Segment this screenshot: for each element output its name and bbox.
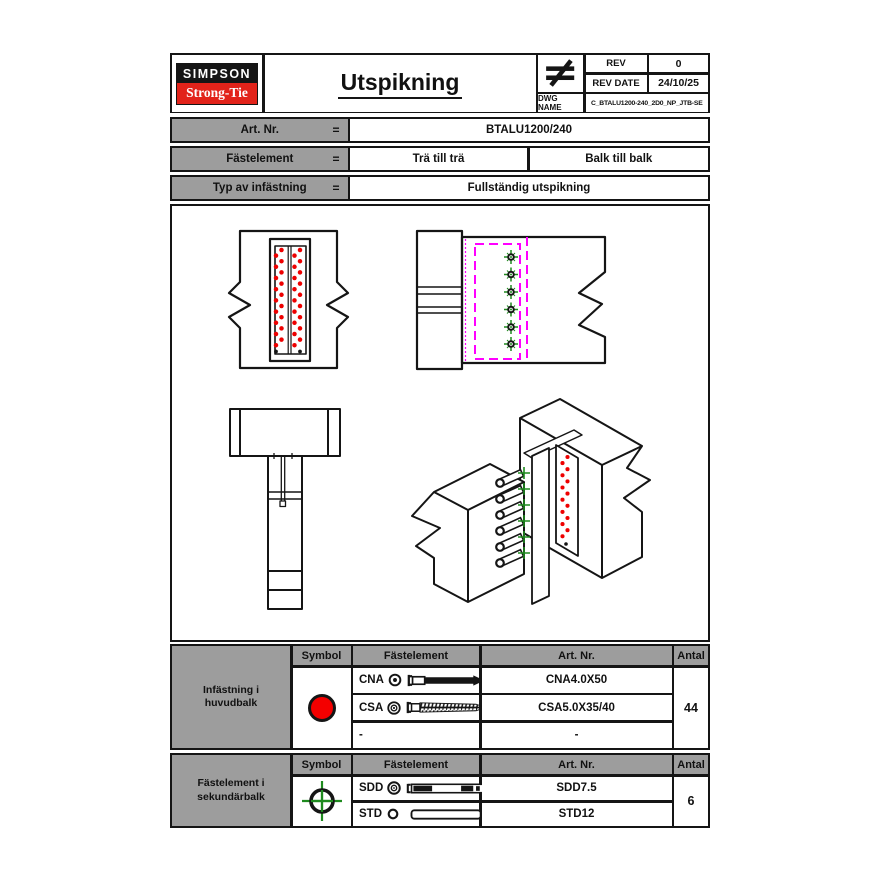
table2-header-art: Art. Nr. — [481, 755, 672, 774]
table1-header-qty: Antal — [674, 646, 708, 665]
fastener-row-empty: - — [353, 722, 479, 748]
logo-strongtie-text: Strong-Tie — [177, 82, 257, 104]
info-row-art-nr: Art. Nr. = BTALU1200/240 — [170, 117, 710, 143]
rev-value: 0 — [649, 55, 708, 72]
fastener-row-sdd: SDD — [353, 776, 491, 800]
cna-nail-icon — [407, 674, 485, 686]
logo-cell: SIMPSON Strong-Tie — [172, 55, 262, 112]
side-view-dowel-symbols — [503, 249, 519, 352]
fastelement-label-cell: Fästelement = — [172, 148, 348, 170]
table1-header-fastener: Fästelement — [353, 646, 479, 665]
empty-code: - — [359, 729, 363, 742]
fastelement-label: Fästelement — [226, 153, 294, 165]
iso-nail-dots — [560, 454, 570, 546]
typ-label: Typ av infästning — [212, 182, 307, 194]
sdd-art-nr: SDD7.5 — [481, 776, 672, 800]
fastelement-value-1: Trä till trä — [350, 148, 527, 170]
table2-row-label: Fästelement i sekundärbalk — [172, 755, 290, 826]
info-row-fastelement: Fästelement = Trä till trä Balk till bal… — [170, 146, 710, 172]
std-dowel-icon — [410, 809, 482, 820]
rev-label: REV — [585, 55, 647, 72]
csa-art-nr: CSA5.0X35/40 — [481, 695, 672, 721]
rev-date-label: REV DATE — [585, 74, 647, 92]
table1-row-label: Infästning i huvudbalk — [172, 646, 290, 748]
red-circle-symbol-icon — [292, 667, 351, 748]
std-code: STD — [359, 808, 382, 821]
sheet-title-cell: Utspikning — [264, 55, 536, 112]
table2-qty: 6 — [674, 776, 708, 826]
table1-header-art: Art. Nr. — [481, 646, 672, 665]
sdd-head-icon — [387, 781, 402, 796]
typ-label-cell: Typ av infästning = — [172, 177, 348, 199]
secondary-beam-fastener-table: Fästelement i sekundärbalk Symbol Fästel… — [170, 753, 710, 828]
fastener-row-cna: CNA — [353, 667, 485, 693]
info-row-typ: Typ av infästning = Fullständig utspikni… — [170, 175, 710, 201]
hidden-hanger-outline — [464, 237, 528, 363]
table1-header-symbol: Symbol — [292, 646, 351, 665]
revision-block: REV 0 REV DATE 24/10/25 DWG NAME C_BTALU… — [538, 55, 708, 112]
drawing-area — [170, 204, 710, 642]
table2-header-fastener: Fästelement — [353, 755, 479, 774]
main-beam-fastener-table: Infästning i huvudbalk Symbol Fästelemen… — [170, 644, 710, 750]
front-view-nail-dots — [273, 247, 303, 354]
csa-head-icon — [387, 701, 401, 715]
dwg-name-label: DWG NAME — [538, 94, 583, 112]
fastener-row-std: STD — [353, 802, 482, 826]
dwg-name-value: C_BTALU1200-240_2D0_NP_JTB-SE — [585, 94, 708, 112]
iso-screws — [495, 467, 530, 568]
equals-sign: = — [332, 152, 340, 166]
rev-date-value: 24/10/25 — [649, 74, 708, 92]
cna-code: CNA — [359, 674, 384, 687]
std-art-nr: STD12 — [481, 802, 672, 826]
title-block: SIMPSON Strong-Tie Utspikning REV 0 REV … — [170, 53, 710, 113]
green-crosshair-symbol-icon — [292, 776, 351, 826]
empty-art-nr: - — [481, 722, 672, 748]
front-view — [227, 229, 350, 370]
plan-view — [229, 408, 341, 610]
drawing-sheet: SIMPSON Strong-Tie Utspikning REV 0 REV … — [170, 53, 710, 828]
typ-value: Fullständig utspikning — [350, 177, 708, 199]
cna-art-nr: CNA4.0X50 — [481, 667, 672, 693]
std-head-icon — [387, 808, 399, 820]
fastelement-value-2: Balk till balk — [529, 148, 708, 170]
table2-header-qty: Antal — [674, 755, 708, 774]
not-equal-symbol-icon — [538, 55, 583, 92]
cna-head-icon — [388, 673, 402, 687]
sdd-code: SDD — [359, 782, 384, 795]
side-view — [415, 229, 607, 371]
table1-qty: 44 — [674, 667, 708, 748]
art-nr-label-cell: Art. Nr. = — [172, 119, 348, 141]
equals-sign: = — [332, 181, 340, 195]
sdd-dowel-icon — [407, 783, 491, 794]
table2-header-symbol: Symbol — [292, 755, 351, 774]
fastener-row-csa: CSA — [353, 695, 488, 721]
csa-screw-icon — [406, 702, 488, 714]
art-nr-value: BTALU1200/240 — [350, 119, 708, 141]
logo-simpson-text: SIMPSON — [177, 63, 257, 83]
equals-sign: = — [332, 123, 340, 137]
page-title: Utspikning — [337, 69, 463, 99]
simpson-strongtie-logo: SIMPSON Strong-Tie — [176, 62, 258, 105]
iso-view — [411, 398, 651, 605]
csa-code: CSA — [359, 701, 384, 714]
art-nr-label: Art. Nr. — [240, 124, 279, 136]
